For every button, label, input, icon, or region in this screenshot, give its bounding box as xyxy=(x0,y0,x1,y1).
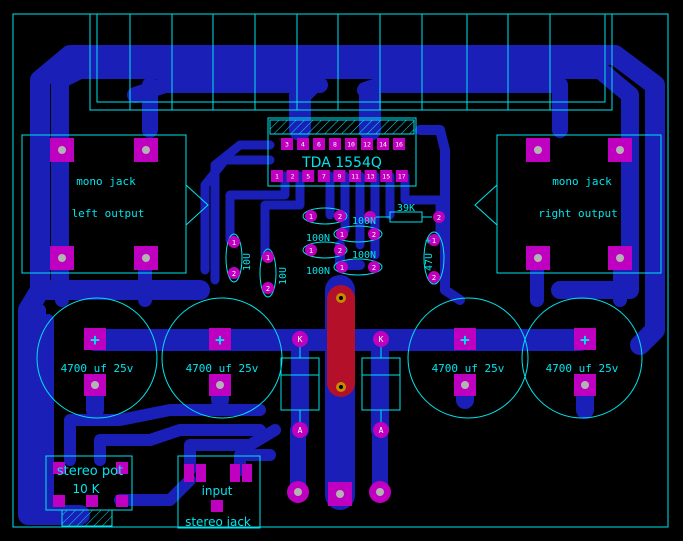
cap-plus-1: + xyxy=(90,330,100,349)
cap-47u-plus: + xyxy=(425,236,431,247)
ic-top-pad xyxy=(297,138,309,150)
pin-num: 2 xyxy=(372,264,376,272)
ic-bottom-pin-number: 11 xyxy=(351,173,359,181)
pin-num: 2 xyxy=(437,214,441,222)
cap-100n-1: 100N xyxy=(352,216,376,227)
pin-num: 1 xyxy=(340,264,344,272)
jack-left-outline xyxy=(21,134,187,274)
silkscreen xyxy=(21,14,662,529)
pin-num: 1 xyxy=(432,237,436,245)
ic-top-pin-number: 3 xyxy=(285,141,289,149)
ic-bottom-pin-number: 15 xyxy=(382,173,390,181)
ic-top-pin-number: 4 xyxy=(301,141,305,149)
cap-outline-1 xyxy=(36,297,158,419)
pot-line1: stereo pot xyxy=(57,464,123,479)
cap-label-3: 4700 uf 25v xyxy=(432,362,505,375)
input-jack-outline xyxy=(177,455,261,529)
ic-bottom-pin-number: 17 xyxy=(398,173,406,181)
board-outline xyxy=(12,13,669,528)
ic-bottom-pin-number: 9 xyxy=(337,173,341,181)
ic-top-pin-number: 10 xyxy=(347,141,355,149)
pin-num: 2 xyxy=(432,274,436,282)
diode-k-right: K xyxy=(379,335,384,344)
pin-num: 2 xyxy=(266,285,270,293)
pin-num: 2 xyxy=(338,213,342,221)
ic-top-pad xyxy=(313,138,325,150)
cap-100n-4: 100N xyxy=(306,266,330,277)
diode-k-left: K xyxy=(298,335,303,344)
ic-bottom-pad xyxy=(395,170,408,182)
top-layer-trace xyxy=(327,285,355,397)
ic-bottom-pad xyxy=(286,170,299,182)
copper-traces xyxy=(18,45,665,525)
ic-outline xyxy=(267,117,417,187)
diode-a-right: A xyxy=(379,426,384,435)
ic-name: TDA 1554Q xyxy=(301,155,382,171)
ic-top-pin-number: 14 xyxy=(379,141,387,149)
jack-right-outline xyxy=(496,134,662,274)
cap-100n-2: 100N xyxy=(306,233,330,244)
cap-outline-4 xyxy=(521,297,643,419)
cap-outline-3 xyxy=(407,297,529,419)
ic-top-pin-number: 16 xyxy=(395,141,403,149)
ic-bottom-pin-number: 5 xyxy=(306,173,310,181)
ic-bottom-pin-number: 1 xyxy=(275,173,279,181)
cap-100n-3: 100N xyxy=(352,250,376,261)
cap-plus-4: + xyxy=(580,330,590,349)
ic-bottom-pad xyxy=(349,170,361,182)
jack-right-line2: right output xyxy=(538,207,617,220)
diode-a-left: A xyxy=(298,426,303,435)
ic-bottom-pad xyxy=(317,170,330,182)
ic-top-pin-number: 8 xyxy=(333,141,337,149)
ic-top-pad xyxy=(361,138,373,150)
cap-47u: 47U xyxy=(424,253,435,271)
cap-label-4: 4700 uf 25v xyxy=(546,362,619,375)
pin-num: 1 xyxy=(340,231,344,239)
ic-bottom-pad xyxy=(333,170,346,182)
cap-label-1: 4700 uf 25v xyxy=(61,362,134,375)
jack-left-line1: mono jack xyxy=(76,175,136,188)
ic-top-pad xyxy=(345,138,357,150)
ic-top-pad xyxy=(281,138,293,150)
ic-bottom-pad xyxy=(271,170,283,182)
pin-num: 1 xyxy=(232,239,236,247)
ic-top-pad xyxy=(329,138,341,150)
ic-top-pin-number: 12 xyxy=(363,141,371,149)
pin-num: 1 xyxy=(309,247,313,255)
ic-bottom-pad xyxy=(380,170,393,182)
ic-bottom-pad xyxy=(302,170,315,182)
jack-right-line1: mono jack xyxy=(552,175,612,188)
ic-bottom-pad xyxy=(364,170,377,182)
ic-top-pad xyxy=(377,138,389,150)
pin-num: 1 xyxy=(309,213,313,221)
cap-10u-1: 10U xyxy=(242,253,253,271)
pin-num: 2 xyxy=(372,231,376,239)
pin-num: 2 xyxy=(232,270,236,278)
cap-label-2: 4700 uf 25v xyxy=(186,362,259,375)
labels: TDA 1554Q mono jack left output mono jac… xyxy=(57,155,619,529)
cap-10u-2: 10U xyxy=(278,267,289,285)
ic-bottom-pin-number: 13 xyxy=(367,173,375,181)
ic-top-pin-number: 6 xyxy=(317,141,321,149)
pot-tab xyxy=(61,509,113,527)
ic-heatsink-tab xyxy=(269,119,415,135)
ic-bottom-pin-number: 2 xyxy=(291,173,295,181)
pin-num: 2 xyxy=(338,247,342,255)
ic-top-pad xyxy=(393,138,405,150)
input-label: input xyxy=(202,484,233,498)
pin-num: 1 xyxy=(266,254,270,262)
cap-plus-2: + xyxy=(215,330,225,349)
cap-plus-3: + xyxy=(460,330,470,349)
pot-line2: 10 K xyxy=(73,482,101,496)
input-jack-name: stereo jack xyxy=(185,515,251,529)
resistor-label: 39K xyxy=(397,203,415,214)
jack-left-line2: left output xyxy=(72,207,145,220)
ic-bottom-pin-number: 7 xyxy=(322,173,326,181)
